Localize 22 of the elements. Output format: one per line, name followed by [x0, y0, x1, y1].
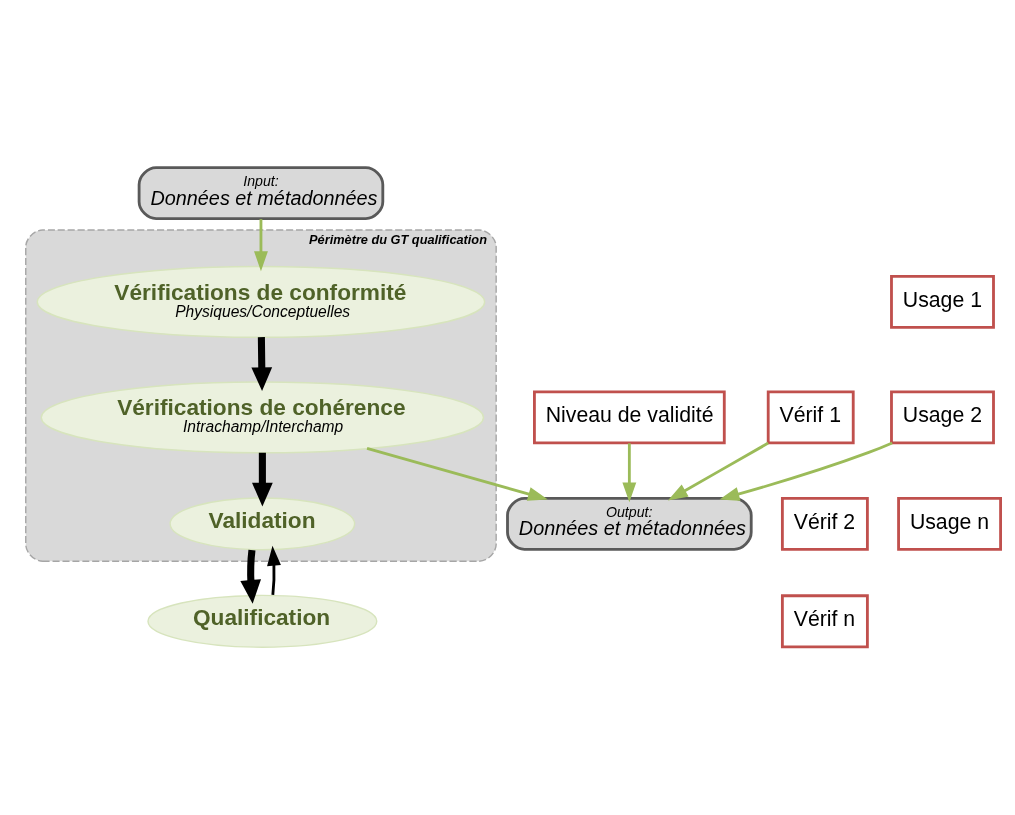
node-box: Vérif 2	[780, 496, 869, 551]
node-ellipse: Vérifications de cohérence Intrachamp/Interchamp	[40, 381, 485, 454]
arrow	[240, 549, 262, 604]
arrow	[719, 441, 893, 501]
node-box: Niveau de validité	[533, 390, 726, 445]
node-box: Output: Données et métadonnées	[506, 496, 753, 551]
arrow	[267, 545, 281, 595]
node-ellipse: Qualification	[147, 594, 378, 648]
arrow	[366, 447, 548, 501]
node-box: Vérif 1	[766, 390, 855, 445]
node-ellipse: Validation	[169, 497, 356, 551]
node-ellipse: Vérifications de conformité Physiques/Conceptuelles	[36, 265, 486, 339]
arrow	[252, 452, 273, 507]
node-box: Usage 1	[890, 275, 995, 329]
arrow	[667, 441, 769, 501]
node-box: Vérif n	[780, 594, 869, 649]
arrow	[251, 337, 273, 392]
node-box: Usage 2	[890, 390, 995, 445]
arrow	[622, 443, 637, 503]
node-box: Usage n	[897, 496, 1002, 551]
arrow	[254, 219, 268, 272]
node-box: Input: Données et métadonnées	[137, 166, 385, 221]
